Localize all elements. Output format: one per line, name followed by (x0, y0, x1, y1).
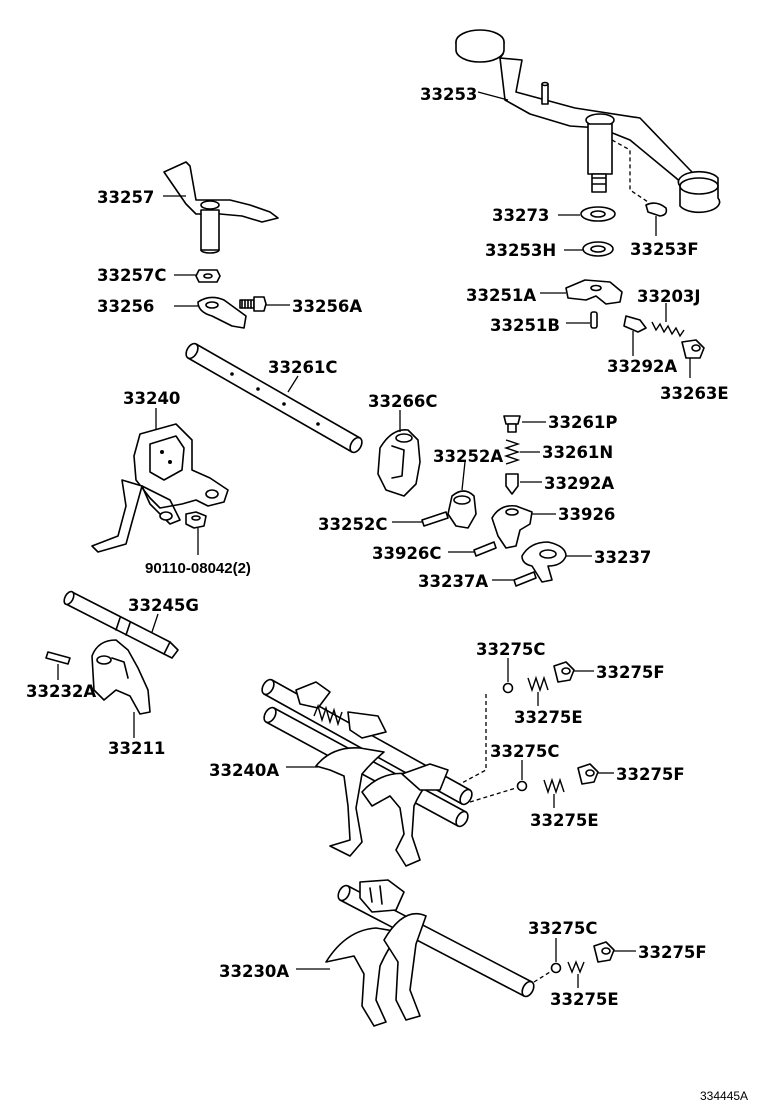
label-33253: 33253 (420, 85, 477, 104)
part-33256A-bolt (239, 296, 290, 312)
label-33263E: 33263E (660, 384, 729, 403)
part-90110-bolts (159, 511, 207, 555)
part-33253H-bearing (564, 241, 614, 257)
part-33232A-pin (45, 651, 71, 680)
part-33237-lever (521, 541, 592, 583)
part-33257C-nut (174, 269, 221, 283)
part-33926-lever (491, 504, 556, 549)
part-33257-bracket (163, 161, 279, 254)
diagram-reference-number: 334445A (700, 1089, 748, 1103)
label-33257C: 33257C (97, 266, 167, 285)
label-33275F-1: 33275F (596, 663, 665, 682)
label-33275C-3: 33275C (528, 919, 598, 938)
part-33245G-shaft (63, 590, 179, 659)
label-33240A: 33240A (209, 761, 279, 780)
label-33275E-1: 33275E (514, 708, 583, 727)
part-33253F-clip (645, 202, 668, 236)
part-33251B-pin (566, 311, 598, 329)
label-33261P: 33261P (548, 413, 618, 432)
part-33240-housing (91, 408, 229, 553)
part-33273-washer (558, 206, 616, 222)
part-33256-arm (174, 296, 247, 329)
part-33253-shift-lever (455, 29, 721, 214)
part-33261P-screw (503, 415, 546, 433)
label-33256A: 33256A (292, 297, 362, 316)
label-33273: 33273 (492, 206, 549, 225)
part-33230A-fork (296, 879, 535, 1027)
label-33251B: 33251B (490, 316, 560, 335)
part-detent-set-3 (533, 938, 636, 988)
part-33261N-spring (503, 439, 540, 465)
label-33211: 33211 (108, 739, 165, 758)
part-33203J-spring (651, 303, 685, 338)
label-33237: 33237 (594, 548, 651, 567)
label-33240: 33240 (123, 389, 180, 408)
label-33275F-3: 33275F (638, 943, 707, 962)
part-detent-set-2 (469, 760, 614, 808)
label-33252C: 33252C (318, 515, 388, 534)
label-33253H: 33253H (485, 241, 556, 260)
label-33203J: 33203J (637, 287, 701, 306)
part-33261C-shaft (185, 342, 363, 454)
label-33252A: 33252A (433, 447, 503, 466)
part-detent-set-1 (459, 658, 594, 785)
label-33261N: 33261N (542, 443, 613, 462)
part-33266C-head (377, 410, 421, 497)
label-33275E-3: 33275E (550, 990, 619, 1009)
label-33230A: 33230A (219, 962, 289, 981)
label-33261C: 33261C (268, 358, 338, 377)
part-33251A-block (540, 279, 623, 305)
part-33292A-plunger-1 (623, 315, 647, 356)
part-33237A-pin (492, 571, 537, 587)
part-33211-lever (91, 639, 151, 738)
label-33275E-2: 33275E (530, 811, 599, 830)
label-33232A: 33232A (26, 682, 96, 701)
label-33256: 33256 (97, 297, 154, 316)
part-33252C-pin (392, 511, 449, 527)
part-33252A-collar (447, 461, 477, 529)
label-33926: 33926 (558, 505, 615, 524)
label-33275F-2: 33275F (616, 765, 685, 784)
label-90110: 90110-08042(2) (145, 560, 251, 577)
part-33240A-fork-assembly (261, 678, 473, 867)
part-33263E-plug (681, 339, 705, 378)
label-33257: 33257 (97, 188, 154, 207)
label-33237A: 33237A (418, 572, 488, 591)
label-33292A-1: 33292A (607, 357, 677, 376)
part-33926C-pin (448, 541, 497, 557)
label-33926C: 33926C (372, 544, 442, 563)
label-33275C-1: 33275C (476, 640, 546, 659)
label-33292A-2: 33292A (544, 474, 614, 493)
part-33292A-plunger-2 (505, 473, 542, 495)
label-33266C: 33266C (368, 392, 438, 411)
label-33251A: 33251A (466, 286, 536, 305)
label-33245G: 33245G (128, 596, 199, 615)
label-33275C-2: 33275C (490, 742, 560, 761)
label-33253F: 33253F (630, 240, 699, 259)
